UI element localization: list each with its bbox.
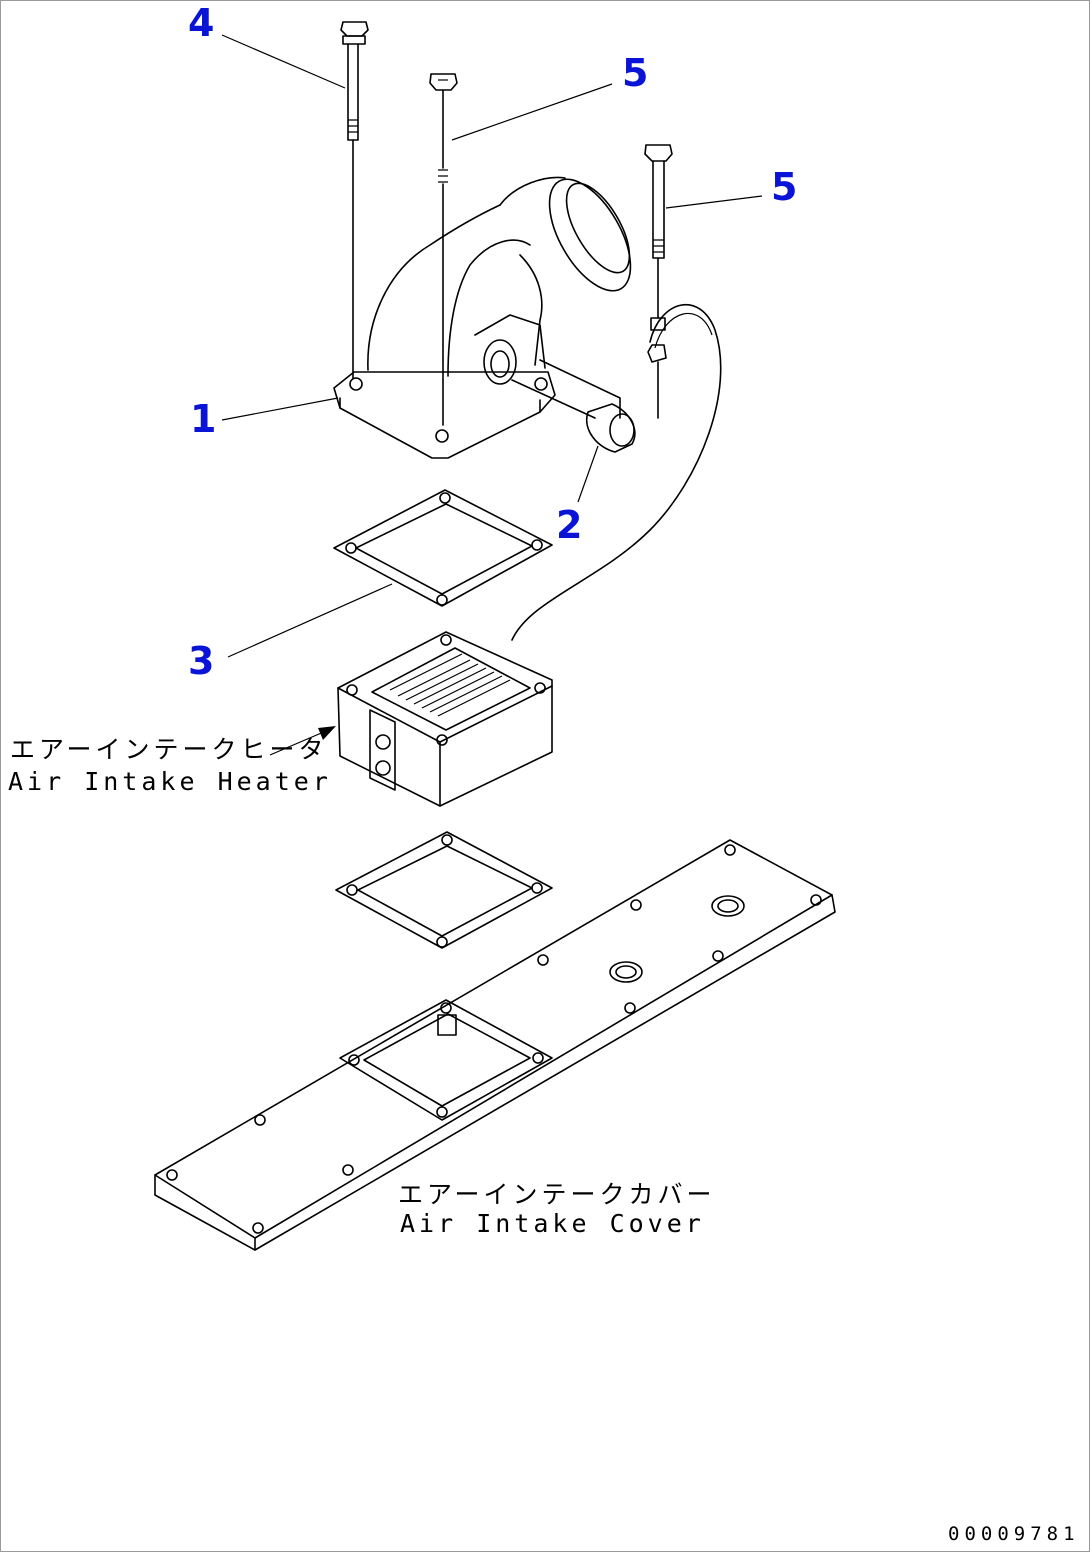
callout-5-right: 5 (771, 165, 797, 209)
cover-label-jp: エアーインテークカバー (398, 1180, 716, 1209)
callout-3: 3 (188, 639, 214, 683)
bolt-5-right (644, 144, 673, 419)
callout-1: 1 (190, 397, 216, 441)
connector-fitting (511, 379, 636, 453)
bolt-4 (340, 21, 369, 379)
drawing-code: 00009781 (948, 1523, 1080, 1545)
lower-gasket (335, 831, 553, 949)
leader-lines (221, 34, 763, 756)
air-intake-cover (154, 839, 836, 1251)
callout-5-center: 5 (622, 51, 648, 95)
elbow-intake (333, 176, 632, 459)
upper-gasket (333, 489, 553, 607)
air-intake-heater (337, 631, 553, 807)
bolt-5-center (429, 73, 458, 426)
callout-4: 4 (188, 1, 214, 45)
heater-label-en: Air Intake Heater (8, 767, 332, 796)
heater-lead-wire (511, 303, 722, 641)
cover-label-en: Air Intake Cover (400, 1209, 705, 1238)
callout-2: 2 (556, 503, 582, 547)
heater-label-jp: エアーインテークヒータ (10, 735, 328, 764)
